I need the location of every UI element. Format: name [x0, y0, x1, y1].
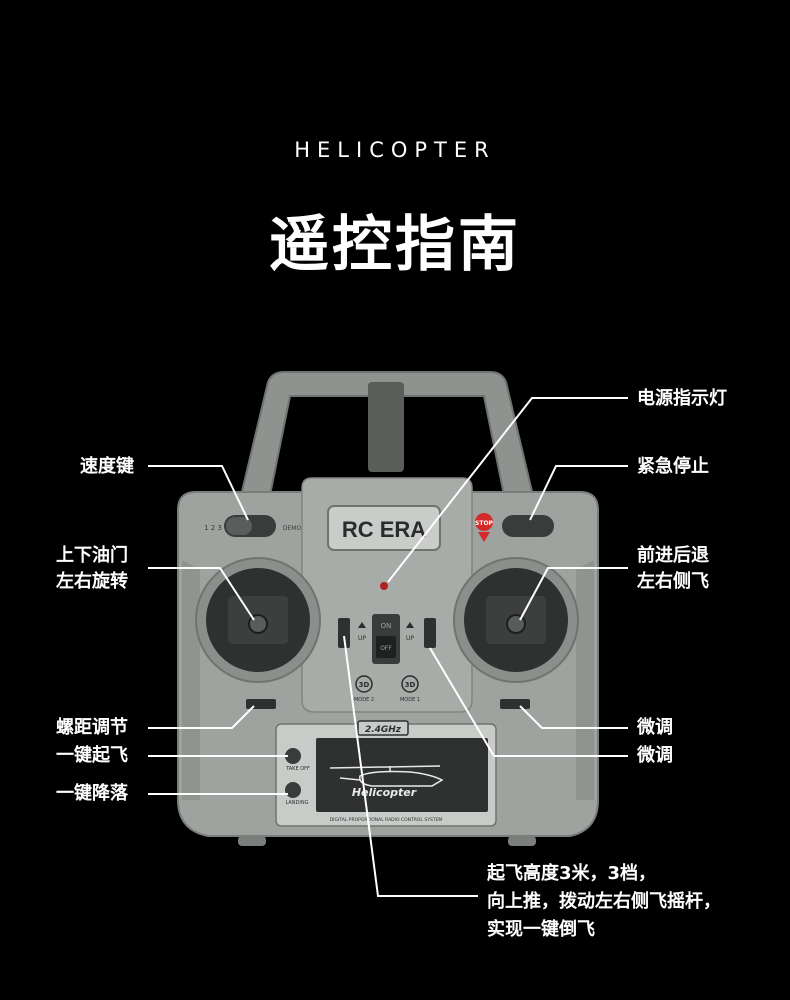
left-foot [238, 836, 266, 846]
brand-plate [327, 505, 441, 551]
brand-logo: RC ERA [342, 517, 426, 542]
mode2-icon [355, 675, 373, 693]
product-plate [316, 738, 488, 812]
right-foot [508, 836, 536, 846]
page-title: 遥控指南 [269, 210, 521, 280]
leader-lines [148, 397, 628, 897]
takeoff-text: TAKE OFF [285, 766, 310, 772]
landing-button[interactable] [285, 782, 301, 798]
band-text: 2.4GHz [365, 725, 402, 735]
helicopter-icon [329, 765, 444, 787]
label-direction: 前进后退 左右侧飞 [637, 545, 709, 592]
label-emergency-stop: 紧急停止 [637, 456, 709, 477]
product-name: Helicopter [352, 786, 417, 799]
footer-text: DIGITAL PROPORTIONAL RADIO CONTROL SYSTE… [330, 817, 443, 823]
stop-icon [475, 513, 493, 531]
svg-text:3D: 3D [405, 681, 416, 689]
stop-text: STOP [475, 520, 494, 527]
label-power-indicator: 电源指示灯 [637, 388, 727, 409]
speed-right-mark: DEMO [283, 525, 302, 532]
left-grip [182, 560, 200, 800]
label-trim-1: 微调 [637, 717, 673, 738]
speed-left-mark: 1 2 3 [204, 524, 222, 532]
landing-text: LANDING [285, 800, 308, 806]
emergency-stop-button[interactable] [502, 515, 554, 537]
flip-instruction-note: 起飞高度3米，3档， 向上推，拨动左右侧飞摇杆， 实现一键倒飞 [487, 863, 721, 940]
mode2-text: MODE 2 [354, 697, 374, 703]
pitch-trim-slider[interactable] [246, 699, 276, 709]
label-pitch-trim: 螺距调节 [56, 717, 128, 738]
switch-on-text: ON [381, 622, 392, 630]
right-trim-wheel[interactable] [424, 618, 436, 648]
right-grip [576, 560, 594, 800]
mode1-icon [401, 675, 419, 693]
antenna [368, 382, 404, 472]
label-one-key-landing: 一键降落 [56, 783, 128, 804]
up-left-text: UP [358, 635, 366, 642]
label-throttle: 上下油门 左右旋转 [56, 545, 128, 592]
left-trim-wheel[interactable] [338, 618, 350, 648]
svg-text:3D: 3D [359, 681, 370, 689]
switch-off-text: OFF [380, 645, 392, 652]
mode1-text: MODE 1 [400, 697, 420, 703]
up-left-arrow-icon [358, 622, 366, 628]
page-kicker: HELICOPTER [294, 138, 496, 162]
label-trim-2: 微调 [637, 745, 673, 766]
power-led [380, 582, 388, 590]
takeoff-button[interactable] [285, 748, 301, 764]
side-trim-slider[interactable] [500, 699, 530, 709]
up-right-arrow-icon [406, 622, 414, 628]
label-speed-key: 速度键 [80, 456, 134, 477]
up-right-text: UP [406, 635, 414, 642]
label-one-key-takeoff: 一键起飞 [56, 745, 128, 766]
